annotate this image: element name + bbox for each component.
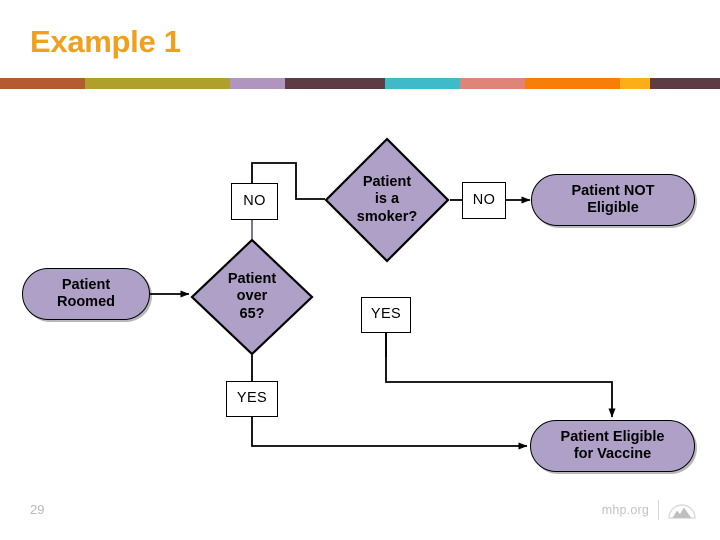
node-patient-roomed[interactable]: Patient Roomed xyxy=(22,268,150,320)
footer-brand: mhp.org xyxy=(602,500,696,520)
node-patient-roomed-label: Patient Roomed xyxy=(57,277,115,311)
edge-label-text: NO xyxy=(243,192,266,209)
edge-label-smoker-no[interactable]: NO xyxy=(462,182,506,219)
divider-segment-amber xyxy=(620,78,650,89)
edge-label-smoker-yes[interactable]: YES xyxy=(361,297,411,333)
divider-segment-plum-end xyxy=(650,78,720,89)
label-line: for Vaccine xyxy=(573,446,652,462)
node-patient-is-smoker-label: Patient is a smoker? xyxy=(324,137,450,263)
label-line: Eligible xyxy=(587,200,639,216)
divider-segment-lilac xyxy=(230,78,285,89)
edge-label-text: YES xyxy=(370,306,402,323)
divider-bar xyxy=(0,78,720,89)
node-patient-over-65-label: Patient over 65? xyxy=(190,238,314,356)
divider-segment-salmon xyxy=(460,78,525,89)
edge-no-to-smoker xyxy=(251,162,325,200)
diamond-shape xyxy=(190,238,314,356)
label-line: Roomed xyxy=(57,294,115,310)
label-line: 65? xyxy=(239,305,265,322)
divider-segment-orange xyxy=(525,78,620,89)
edge-yes-to-eligible xyxy=(251,416,528,450)
label-line: smoker? xyxy=(356,208,418,225)
edge-label-over65-yes[interactable]: YES xyxy=(226,381,278,417)
label-line: over xyxy=(236,288,268,305)
connector-layer xyxy=(150,162,616,450)
node-patient-not-eligible-label: Patient NOT Eligible xyxy=(572,183,655,217)
label-line: Patient xyxy=(362,173,412,190)
node-patient-is-smoker[interactable]: Patient is a smoker? xyxy=(324,137,450,263)
edge-label-text: NO xyxy=(472,191,496,208)
page-number: 29 xyxy=(30,502,45,517)
divider-segment-plum xyxy=(285,78,385,89)
divider-segment-rust xyxy=(0,78,85,89)
edge-label-over65-no[interactable]: NO xyxy=(231,183,278,220)
page-title: Example 1 xyxy=(30,24,181,59)
mountain-logo xyxy=(668,504,696,519)
node-patient-eligible-label: Patient Eligible for Vaccine xyxy=(561,429,665,463)
node-patient-not-eligible[interactable]: Patient NOT Eligible xyxy=(531,174,695,226)
diamond-shape xyxy=(324,137,450,263)
node-patient-eligible[interactable]: Patient Eligible for Vaccine xyxy=(530,420,695,472)
divider-segment-teal xyxy=(385,78,460,89)
label-line: Patient Eligible xyxy=(560,428,665,445)
label-line: is a xyxy=(374,191,400,208)
label-line: Patient xyxy=(61,276,111,293)
footer-divider xyxy=(658,500,659,520)
label-line: Patient NOT xyxy=(571,182,655,199)
label-line: Patient xyxy=(227,270,277,287)
edge-smokeryes-to-eligible xyxy=(385,332,616,418)
divider-segment-olive xyxy=(85,78,230,89)
edge-label-text: YES xyxy=(236,390,268,407)
flowchart: Patient Roomed Patient over 65? Patient … xyxy=(0,95,720,485)
node-patient-over-65[interactable]: Patient over 65? xyxy=(190,238,314,356)
footer-url[interactable]: mhp.org xyxy=(601,503,649,517)
